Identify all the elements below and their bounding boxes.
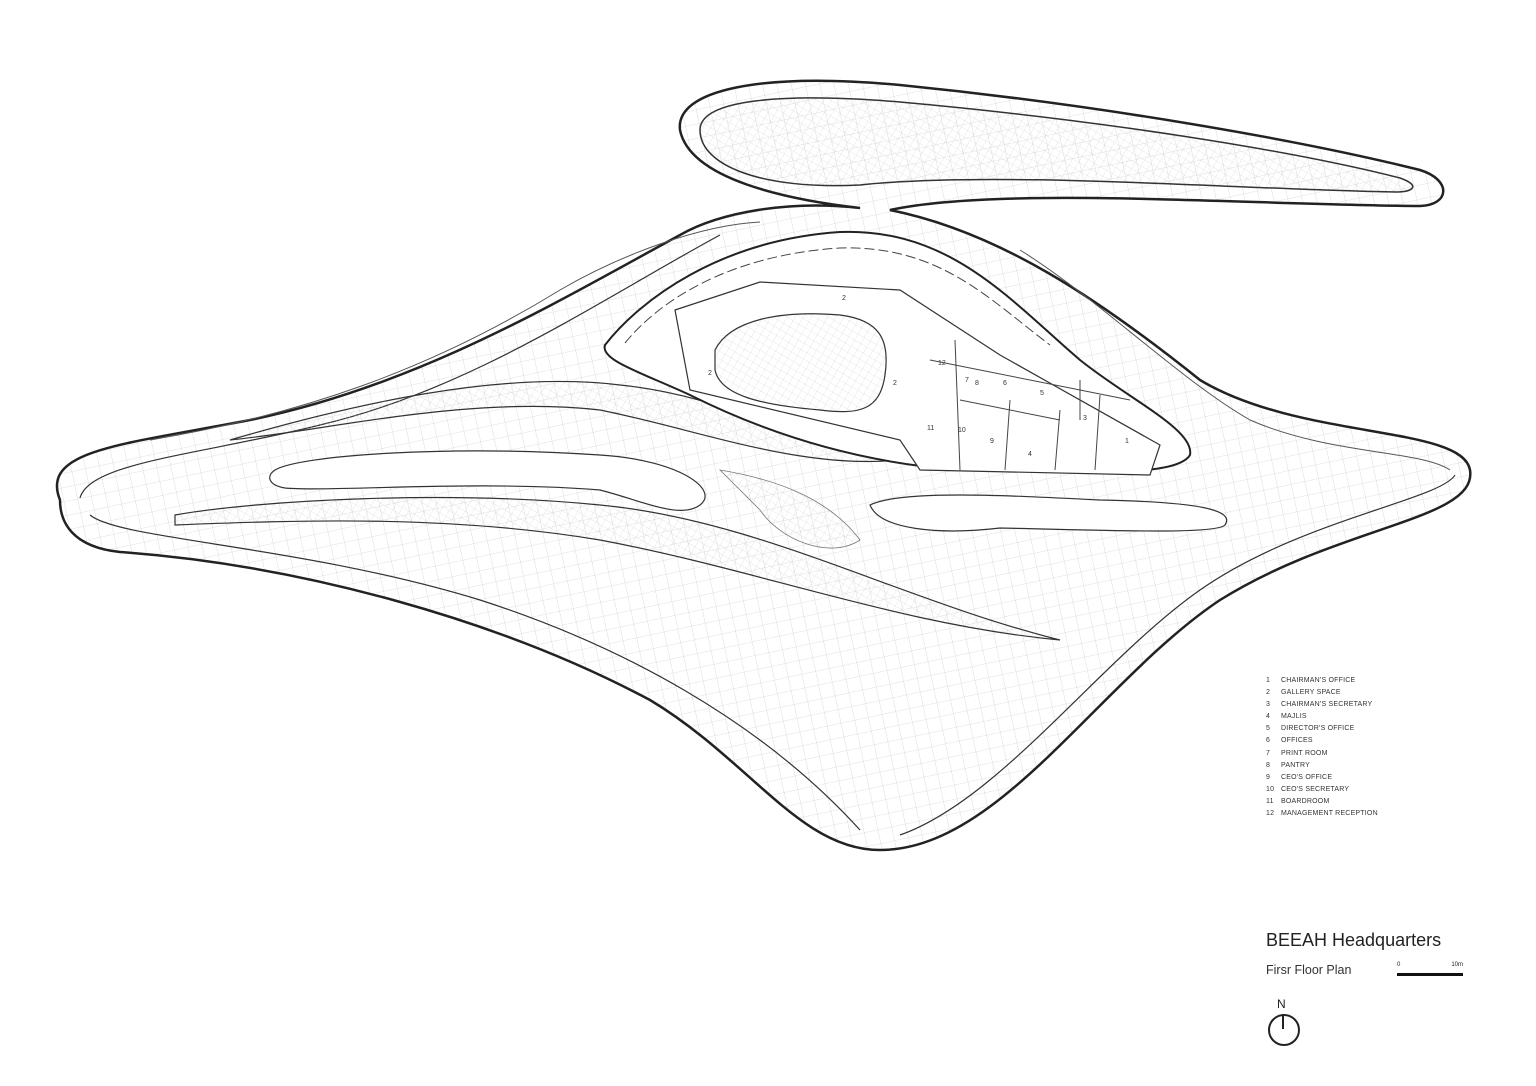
room-tag: 2 bbox=[893, 380, 897, 387]
legend-label: CHAIRMAN'S SECRETARY bbox=[1281, 701, 1373, 709]
scale-bar-line bbox=[1397, 973, 1463, 976]
office-partitions bbox=[929, 339, 1131, 471]
roof-shell-line bbox=[899, 474, 1456, 836]
legend-number: 4 bbox=[1266, 713, 1271, 721]
north-label: N bbox=[1277, 997, 1286, 1011]
legend-label: PANTRY bbox=[1281, 761, 1310, 769]
legend-number: 8 bbox=[1266, 761, 1271, 769]
room-tag: 6 bbox=[1003, 380, 1007, 387]
legend-number: 9 bbox=[1266, 773, 1271, 781]
courtyard-lozenge bbox=[174, 496, 1061, 641]
legend-label: BOARDROOM bbox=[1281, 797, 1330, 805]
gallery-sculpture bbox=[714, 313, 887, 413]
scale-start-label: 0 bbox=[1397, 962, 1401, 968]
legend-label: DIRECTOR'S OFFICE bbox=[1281, 725, 1355, 733]
legend-item: 1 CHAIRMAN'S OFFICE bbox=[1266, 675, 1378, 687]
north-lobe bbox=[699, 97, 1414, 193]
legend-number: 1 bbox=[1266, 677, 1271, 684]
courtyard-lozenge bbox=[869, 494, 1228, 532]
roof-shell-line bbox=[89, 514, 861, 831]
drawing-subtitle: Firsr Floor Plan bbox=[1266, 963, 1352, 977]
roof-shell-line bbox=[1019, 249, 1451, 471]
legend-number: 2 bbox=[1266, 689, 1271, 697]
room-tag: 7 bbox=[965, 377, 969, 384]
building-outline bbox=[55, 79, 1472, 852]
room-tag: 11 bbox=[927, 425, 934, 432]
legend-label: CHAIRMAN'S OFFICE bbox=[1281, 677, 1356, 684]
legend-number: 3 bbox=[1266, 701, 1271, 709]
legend-number: 10 bbox=[1266, 785, 1275, 793]
legend-item: 4 MAJLIS bbox=[1266, 711, 1378, 723]
scale-bar: 0 10m bbox=[1397, 962, 1463, 976]
legend-number: 5 bbox=[1266, 725, 1271, 733]
room-tag: 1 bbox=[1125, 438, 1129, 445]
courtyard-lozenge bbox=[269, 450, 706, 511]
legend-item: 6 OFFICES bbox=[1266, 735, 1378, 747]
ramp-pattern bbox=[718, 469, 861, 549]
legend-item: 5 DIRECTOR'S OFFICE bbox=[1266, 723, 1378, 735]
room-tag: 10 bbox=[958, 427, 966, 434]
room-legend: 1 CHAIRMAN'S OFFICE 2 GALLERY SPACE 3 CHAIR… bbox=[1266, 675, 1378, 820]
roof-shell-line bbox=[149, 221, 761, 441]
legend-item: 3 CHAIRMAN'S SECRETARY bbox=[1266, 699, 1378, 711]
legend-number: 12 bbox=[1266, 810, 1275, 818]
legend-item: 12 MANAGEMENT RECEPTION bbox=[1266, 808, 1378, 820]
legend-item: 8 PANTRY bbox=[1266, 760, 1378, 772]
legend-item: 7 PRINT ROOM bbox=[1266, 748, 1378, 760]
room-tag: 2 bbox=[708, 370, 712, 377]
north-arrow-icon: N bbox=[1267, 997, 1301, 1049]
room-tag: 12 bbox=[938, 360, 946, 367]
room-tags: 2 2 2 12 7 8 6 5 3 1 11 10 9 4 bbox=[708, 295, 1129, 458]
room-tag: 9 bbox=[990, 438, 994, 445]
atrium-truss bbox=[624, 247, 1051, 346]
legend-item: 10 CEO'S SECRETARY bbox=[1266, 784, 1378, 796]
legend-label: PRINT ROOM bbox=[1281, 749, 1328, 757]
north-pointer bbox=[1282, 1014, 1284, 1029]
legend-label: MAJLIS bbox=[1281, 713, 1307, 721]
legend-label: CEO'S SECRETARY bbox=[1281, 785, 1350, 793]
legend-label: GALLERY SPACE bbox=[1281, 689, 1341, 697]
room-tag: 5 bbox=[1040, 390, 1044, 397]
drawing-title: BEEAH Headquarters bbox=[1266, 930, 1442, 950]
scale-end-label: 10m bbox=[1451, 962, 1463, 968]
room-tag: 3 bbox=[1083, 415, 1087, 422]
north-circle bbox=[1268, 1014, 1300, 1046]
room-tag: 8 bbox=[975, 380, 979, 387]
legend-label: MANAGEMENT RECEPTION bbox=[1281, 810, 1378, 818]
legend-number: 11 bbox=[1266, 797, 1274, 805]
legend-label: OFFICES bbox=[1281, 737, 1313, 745]
room-tag: 4 bbox=[1028, 451, 1032, 458]
legend-label: CEO'S OFFICE bbox=[1281, 773, 1333, 781]
legend-item: 9 CEO'S OFFICE bbox=[1266, 772, 1378, 784]
legend-number: 7 bbox=[1266, 749, 1271, 757]
legend-item: 2 GALLERY SPACE bbox=[1266, 687, 1378, 699]
legend-item: 11 BOARDROOM bbox=[1266, 796, 1378, 808]
legend-number: 6 bbox=[1266, 737, 1271, 745]
room-tag: 2 bbox=[842, 295, 846, 302]
